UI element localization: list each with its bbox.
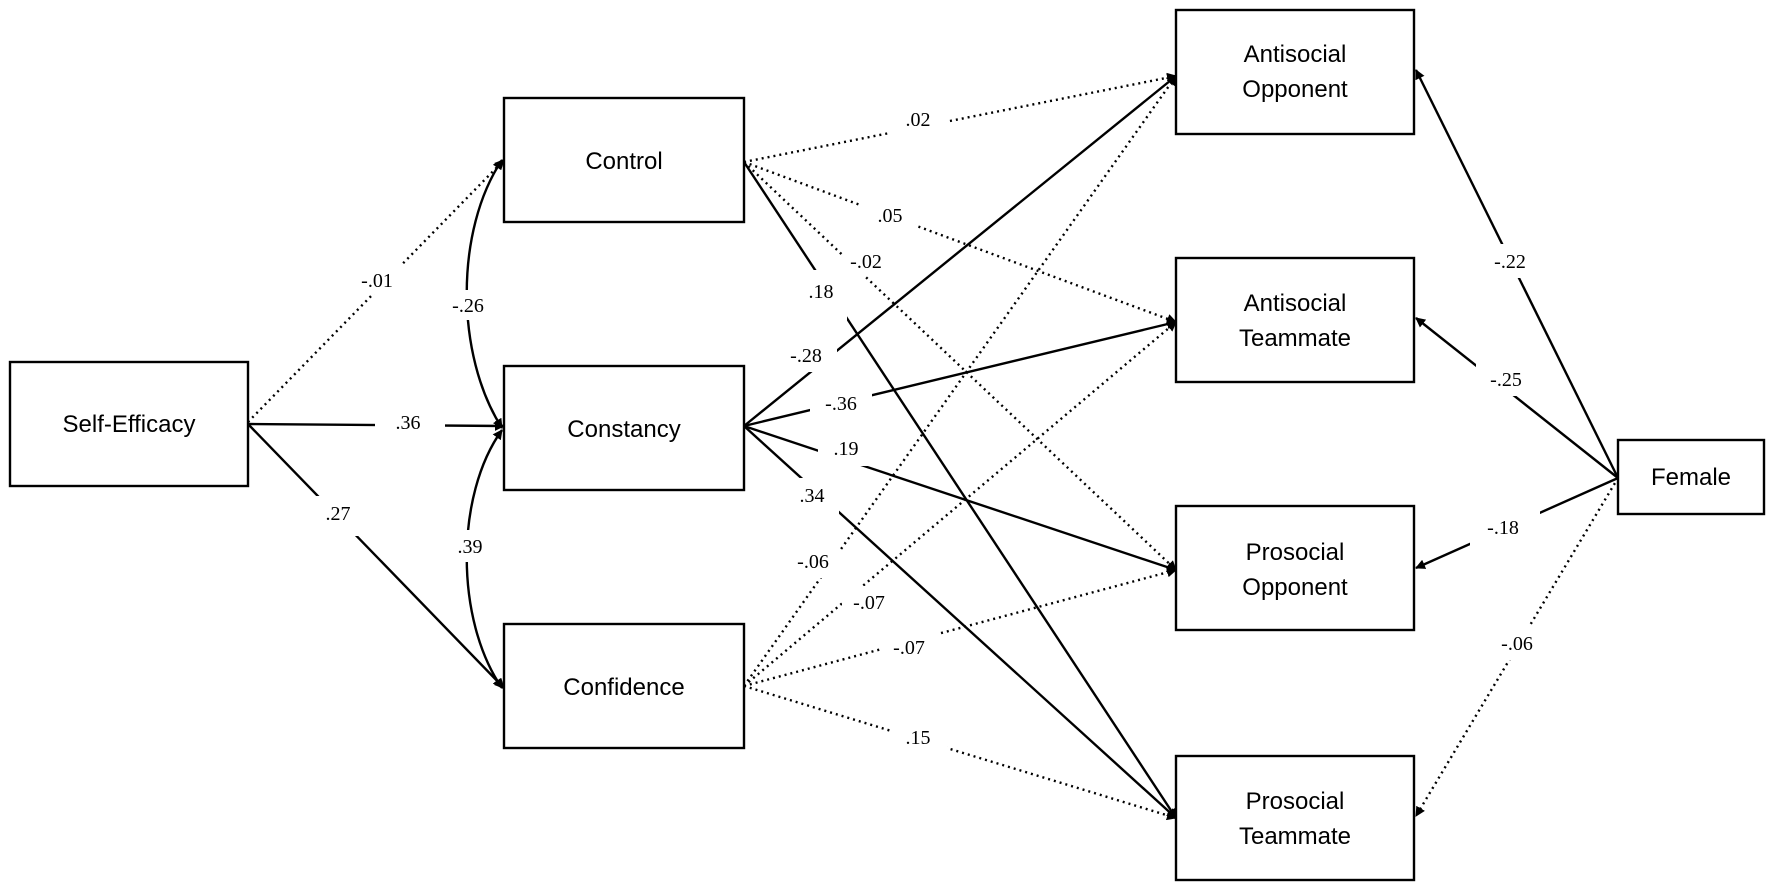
node-label: Constancy [567, 416, 680, 443]
path-self-efficacy-constancy: .36 [247, 404, 505, 438]
node-label: Control [585, 148, 662, 175]
node-label-line1: Antisocial [1244, 41, 1347, 68]
path-constancy-prosocial-teammate: .34 [743, 425, 1177, 819]
path-self-efficacy-confidence: .27 [247, 423, 505, 689]
path-control-prosocial-opponent: -.02 [743, 161, 1177, 571]
coef-label: .19 [834, 438, 859, 460]
coef-label: -.36 [825, 393, 857, 415]
coef-label: .36 [396, 412, 421, 434]
path-female-prosocial-teammate: -.06 [1414, 477, 1620, 817]
coef-label: -.01 [361, 270, 393, 292]
node-label-line2: Teammate [1239, 823, 1351, 850]
coef-label: .02 [906, 109, 931, 131]
path-confidence-prosocial-opponent: -.07 [743, 567, 1177, 688]
node-label: Confidence [563, 674, 684, 701]
node-label-line1: Prosocial [1246, 788, 1345, 815]
coef-label: -.07 [893, 637, 925, 659]
path-control-prosocial-teammate: .18 [742, 161, 1178, 819]
node-antisocial-teammate: Antisocial Teammate [1174, 256, 1416, 384]
coef-label: -.02 [850, 251, 882, 273]
coef-label: .15 [906, 727, 931, 749]
coef-label: .39 [458, 536, 483, 558]
node-control: Control [502, 96, 746, 224]
node-self-efficacy: Self-Efficacy [8, 360, 250, 488]
node-label: Female [1651, 464, 1731, 491]
correlation-constancy-confidence: .39 [444, 429, 503, 689]
path-confidence-antisocial-opponent: -.06 [743, 75, 1177, 687]
path-female-prosocial-opponent: -.18 [1415, 476, 1619, 570]
path-female-antisocial-teammate: -.25 [1415, 317, 1619, 479]
path-constancy-antisocial-teammate: -.36 [743, 319, 1177, 428]
coef-label: -.25 [1490, 369, 1522, 391]
coef-label: -.07 [853, 592, 885, 614]
path-confidence-antisocial-teammate: -.07 [743, 321, 1177, 687]
coef-label: -.28 [790, 345, 822, 367]
node-label-line1: Prosocial [1246, 539, 1345, 566]
node-label-line2: Opponent [1242, 76, 1348, 103]
coef-label: -.18 [1487, 517, 1519, 539]
node-prosocial-opponent: Prosocial Opponent [1174, 504, 1416, 632]
path-confidence-prosocial-teammate: .15 [743, 684, 1177, 821]
coef-label: -.26 [452, 295, 484, 317]
coef-label: .18 [809, 281, 834, 303]
node-antisocial-opponent: Antisocial Opponent [1174, 8, 1416, 136]
coef-label: .27 [326, 503, 351, 525]
coef-label: -.06 [797, 551, 829, 573]
node-constancy: Constancy [502, 364, 746, 492]
path-constancy-prosocial-opponent: .19 [743, 424, 1177, 572]
coef-label: -.22 [1494, 251, 1526, 273]
node-female: Female [1616, 438, 1766, 516]
path-female-antisocial-opponent: -.22 [1414, 69, 1620, 479]
correlation-control-constancy: -.26 [441, 159, 504, 429]
node-label-line1: Antisocial [1244, 290, 1347, 317]
node-label-line2: Opponent [1242, 574, 1348, 601]
path-self-efficacy-control: -.01 [247, 159, 505, 423]
coef-label: -.06 [1501, 633, 1533, 655]
node-confidence: Confidence [502, 622, 746, 750]
path-control-antisocial-teammate: .05 [743, 160, 1177, 324]
coef-label: .34 [800, 485, 825, 507]
node-label-line2: Teammate [1239, 325, 1351, 352]
node-label: Self-Efficacy [63, 411, 196, 438]
path-control-antisocial-opponent: .02 [743, 72, 1177, 164]
node-prosocial-teammate: Prosocial Teammate [1174, 754, 1416, 882]
path-constancy-antisocial-opponent: -.28 [743, 75, 1177, 427]
coef-label: .05 [878, 205, 903, 227]
